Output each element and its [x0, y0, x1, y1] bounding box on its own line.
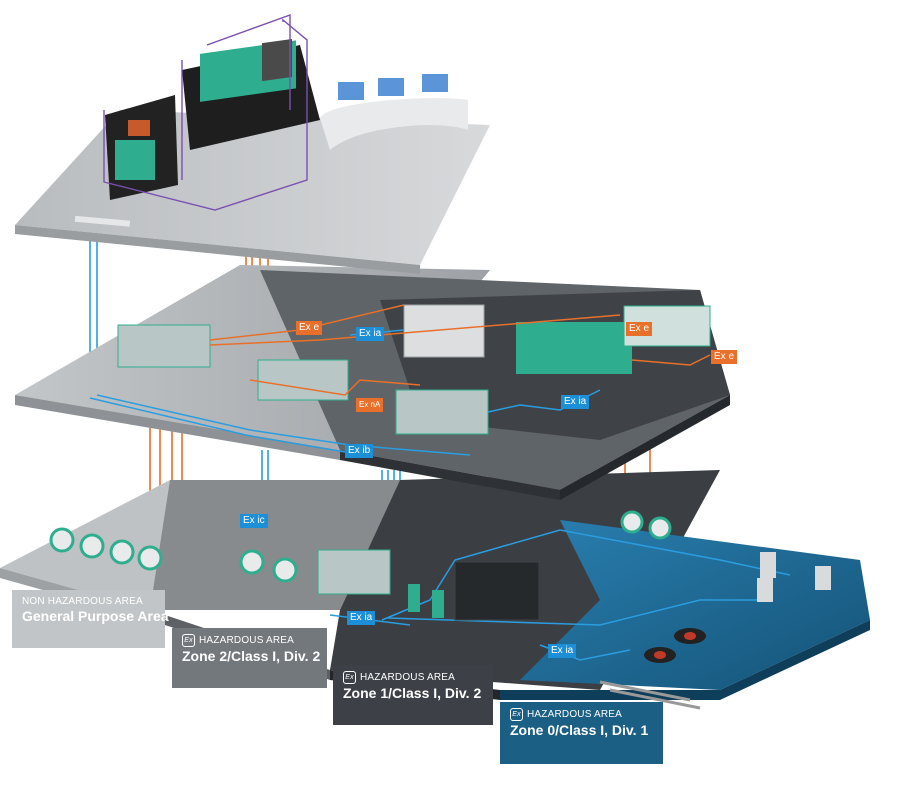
- area-label-zone1: Ex HAZARDOUS AREA Zone 1/Class I, Div. 2: [333, 665, 493, 725]
- remote-io-units: [117, 304, 711, 435]
- area-label-general-purpose: NON HAZARDOUS AREA General Purpose Area: [12, 590, 169, 648]
- tag-ex-ic: Ex ic: [240, 514, 268, 528]
- valve-sensors: [599, 628, 706, 710]
- area-name: General Purpose Area: [22, 608, 169, 624]
- tag-ex-ia: Ex ia: [561, 395, 590, 409]
- zone2-io-module: [317, 549, 391, 595]
- area-type: HAZARDOUS AREA: [199, 635, 295, 646]
- ex-symbol-icon: Ex: [343, 671, 356, 684]
- area-name: Zone 0/Class I, Div. 1: [510, 722, 649, 738]
- area-name: Zone 1/Class I, Div. 2: [343, 685, 482, 701]
- transmitters-zone0: [620, 510, 831, 602]
- area-type: HAZARDOUS AREA: [527, 709, 623, 720]
- control-cabinet-small: [105, 95, 178, 200]
- operator-console: [320, 74, 468, 150]
- tag-ex-na: Ex nA: [356, 398, 384, 412]
- tag-ex-e: Ex e: [626, 322, 653, 336]
- tag-ex-e: Ex e: [711, 350, 738, 364]
- tag-ex-ia: Ex ia: [347, 611, 376, 625]
- sensors-zone1: [408, 584, 444, 618]
- tag-ex-ia: Ex ia: [356, 327, 385, 341]
- tag-ex-e: Ex e: [296, 321, 323, 335]
- tag-ex-ib: Ex ib: [345, 444, 374, 458]
- remote-io-platform: [15, 265, 730, 500]
- tag-ex-ia: Ex ia: [548, 644, 577, 658]
- area-label-zone0: Ex HAZARDOUS AREA Zone 0/Class I, Div. 1: [500, 702, 663, 764]
- fieldbus-junction-box: [454, 561, 540, 621]
- transmitters-zone2: [239, 549, 298, 583]
- ex-symbol-icon: Ex: [510, 708, 523, 721]
- ex-symbol-icon: Ex: [182, 634, 195, 647]
- area-type: NON HAZARDOUS AREA: [22, 596, 143, 607]
- purple-network-lines: [103, 14, 308, 211]
- middle-wiring: [89, 304, 711, 456]
- area-label-zone2: Ex HAZARDOUS AREA Zone 2/Class I, Div. 2: [172, 628, 327, 688]
- transmitters-general-area: [49, 527, 163, 571]
- field-devices: [49, 510, 831, 710]
- area-name: Zone 2/Class I, Div. 2: [182, 648, 321, 664]
- control-cabinet-large: [182, 38, 320, 150]
- area-type: HAZARDOUS AREA: [360, 672, 456, 683]
